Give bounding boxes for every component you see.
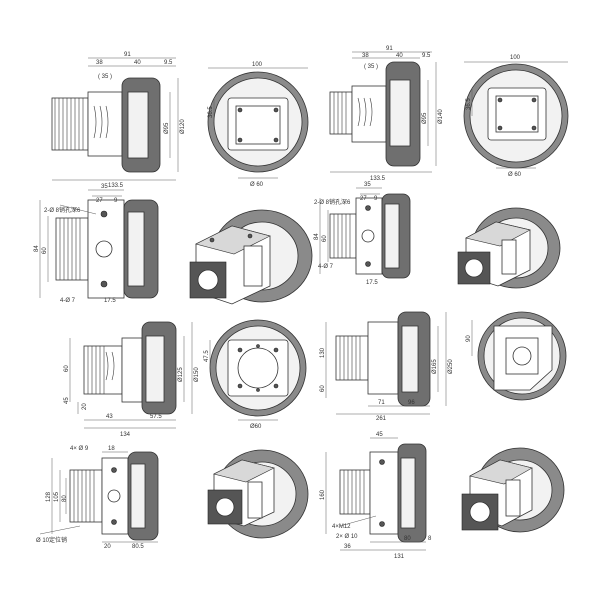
dim-36-5: 36.5 [466,98,472,110]
dim-35: 35 [101,184,108,190]
dim-45: 45 [64,397,70,404]
dim-38: 38 [362,53,369,59]
dim-8: 8 [428,536,432,542]
dim-100: 100 [510,55,521,61]
isometric-view-a [189,209,313,305]
dim-27: 27 [360,196,367,202]
dim-20: 20 [82,403,88,410]
pin-note: 2× Ø 10 [336,534,358,540]
dim-phi125: Ø125 [178,367,184,382]
dim-phi60: Ø 60 [508,172,522,178]
dim-35: ( 35 ) [364,64,378,70]
isometric-view-b [457,207,561,289]
dim-phi60: Ø 60 [250,182,264,188]
dim-133-5: 133.5 [108,183,124,189]
isometric-view-c [207,449,309,539]
dim-84: 84 [34,245,40,252]
dim-57-5: 57.5 [150,414,162,420]
dim-133-5: 133.5 [370,176,386,182]
dim-phi250: Ø250 [448,359,454,374]
dim-160: 160 [320,489,326,500]
dim-27: 27 [96,198,103,204]
dim-45: 45 [376,432,383,438]
pin-holes-note: 2-Ø 8销孔深6 [44,206,81,214]
bracket-view-a: 35 27 9 2-Ø 8销孔深6 84 60 4-Ø 7 17.5 [34,184,159,304]
dim-130: 130 [320,347,326,358]
front-view-wheel-a: 100 36.5 Ø 60 [207,62,309,188]
dim-261: 261 [376,416,387,422]
bracket-view-c: 4× Ø 9 18 128 105 80 Ø 10定位销 20 80.5 [36,446,159,550]
dim-128: 128 [46,491,52,502]
dim-91: 91 [386,46,393,52]
dim-36-5: 36.5 [208,106,214,118]
dim-17-5: 17.5 [366,280,378,286]
dim-90: 90 [466,335,472,342]
dim-80-5: 80.5 [132,544,144,550]
dim-17-5: 17.5 [104,298,116,304]
dim-38: 38 [96,60,103,66]
side-view-wheel-c: 60 45 20 43 57.5 134 Ø125 Ø150 [64,321,200,438]
dim-84: 84 [314,233,320,240]
side-view-wheel-d: 130 60 71 96 261 Ø165 Ø250 [320,311,454,422]
dim-100: 100 [252,62,263,68]
dim-105: 105 [54,491,60,502]
dim-71: 71 [378,400,385,406]
dim-36: 36 [344,544,351,550]
dim-9: 9 [114,198,118,204]
dim-phi95: Ø95 [422,112,428,124]
bolt-holes-note: 4-Ø 7 [318,264,334,270]
dim-phi150: Ø150 [194,367,200,382]
dim-91: 91 [124,52,131,58]
front-view-wheel-d: 90 [466,311,567,401]
dim-60: 60 [320,385,326,392]
dim-20: 20 [104,544,111,550]
bolt-holes-note: 4-Ø 7 [60,298,76,304]
bracket-view-b: 35 27 9 2-Ø 8销孔深6 84 60 4-Ø 7 17.5 [314,182,411,286]
dim-131: 131 [394,554,405,560]
dim-35: ( 35 ) [98,74,112,80]
side-view-wheel-a: 91 38 40 9.5 ( 35 ) 133.5 Ø95 Ø120 [51,52,186,189]
dim-9-5: 9.5 [164,60,173,66]
dim-80: 80 [404,536,411,542]
dim-phi95: Ø95 [164,122,170,134]
dim-phi140: Ø140 [438,109,444,124]
side-view-wheel-e: 45 160 4×M12 2× Ø 10 36 80 8 131 [320,432,432,560]
pin-holes-note: 2-Ø 8销孔深6 [314,198,351,206]
dim-9-5: 9.5 [422,53,431,59]
locating-pin-note: Ø 10定位销 [36,536,67,544]
dim-60: 60 [42,247,48,254]
front-view-wheel-b: 100 36.5 Ø 60 [463,55,569,178]
dim-43: 43 [106,414,113,420]
dim-47-5: 47.5 [204,350,210,362]
dim-96: 96 [408,400,415,406]
dim-60: 60 [64,365,70,372]
dim-40: 40 [134,60,141,66]
dim-phi165: Ø165 [432,359,438,374]
bolt-holes-note: 4× Ø 9 [70,446,89,452]
dim-60: 60 [322,235,328,242]
dim-80: 80 [62,495,68,502]
front-view-wheel-c: 47.5 Ø60 [204,319,307,430]
thread-note: 4×M12 [332,524,351,530]
dim-40: 40 [396,53,403,59]
side-view-wheel-b: 91 38 40 9.5 ( 35 ) 133.5 Ø95 Ø140 [329,46,444,182]
dim-phi120: Ø120 [180,119,186,134]
dim-9: 9 [374,196,378,202]
dim-18: 18 [108,446,115,452]
dim-134: 134 [120,432,131,438]
dim-phi60: Ø60 [250,424,262,430]
isometric-view-d [461,447,565,533]
dim-35: 35 [364,182,371,188]
